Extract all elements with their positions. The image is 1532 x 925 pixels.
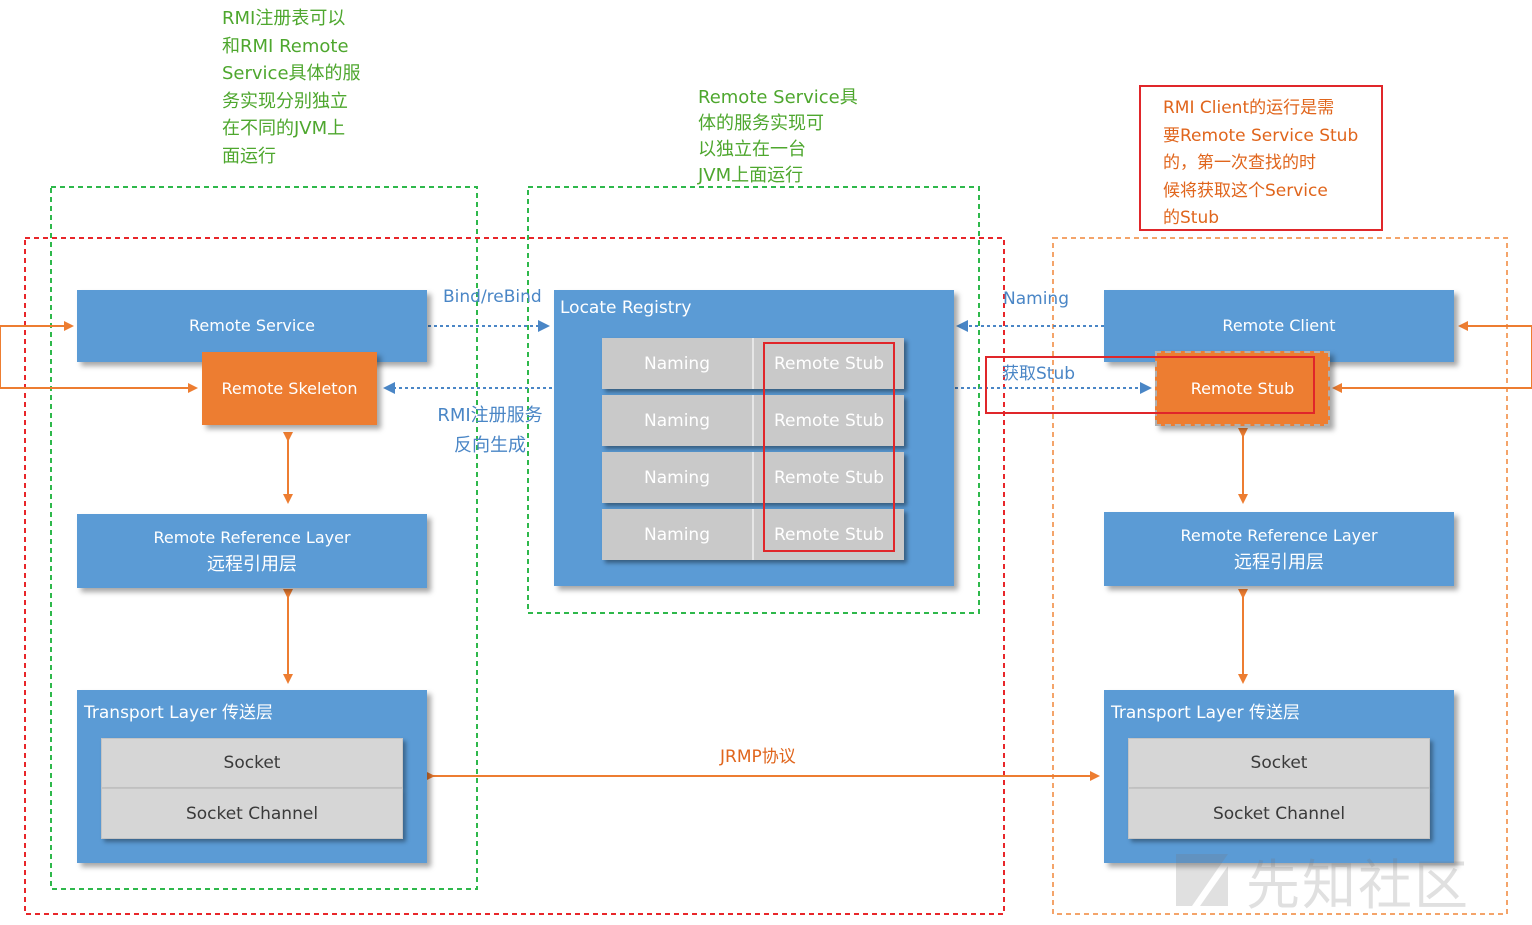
socket-channel-box-server: Socket Channel xyxy=(101,788,403,839)
server-side-boundary xyxy=(24,237,1005,915)
jrmp-label: JRMP协议 xyxy=(720,747,796,767)
remote-service-box: Remote Service xyxy=(77,290,427,362)
registry-generates-label: RMI注册服务 反向生成 xyxy=(437,405,543,456)
left-loop-arrow-2 xyxy=(0,326,198,393)
socket-box-client: Socket xyxy=(1128,738,1430,788)
socket-box-server: Socket xyxy=(101,738,403,788)
stub-column-highlight xyxy=(763,342,895,552)
transport-layer-server: Transport Layer 传送层 Socket Socket Channe… xyxy=(77,690,427,863)
get-stub-label: 获取Stub xyxy=(1002,364,1076,384)
remote-reference-layer-client: Remote Reference Layer 远程引用层 xyxy=(1104,512,1454,586)
transport-layer-client: Transport Layer 传送层 Socket Socket Channe… xyxy=(1104,690,1454,863)
registry-table: Naming Remote Stub Naming Remote Stub Na… xyxy=(602,338,904,560)
socket-channel-box-client: Socket Channel xyxy=(1128,788,1430,839)
remote-skeleton-box: Remote Skeleton xyxy=(202,352,377,425)
jvm-boundary-server xyxy=(50,186,478,890)
locate-registry-box: Locate Registry Naming Remote Stub Namin… xyxy=(554,290,954,586)
watermark-logo-icon xyxy=(1176,854,1228,906)
registry-row: Naming Remote Stub xyxy=(602,338,904,389)
get-stub-highlight xyxy=(985,356,1315,414)
remote-reference-layer-server: Remote Reference Layer 远程引用层 xyxy=(77,514,427,588)
right-loop-arrow-2 xyxy=(1332,326,1532,393)
naming-label: Naming xyxy=(1003,289,1069,309)
registry-row: Naming Remote Stub xyxy=(602,452,904,503)
note-service-one-jvm: Remote Service具 体的服务实现可 以独立在一台 JVM上面运行 xyxy=(698,87,858,186)
bind-rebind-label: Bind/reBind xyxy=(443,287,542,307)
note-registry-separate-jvm: RMI注册表可以 和RMI Remote Service具体的服 务实现分别独立… xyxy=(222,8,361,167)
remote-client-box: Remote Client xyxy=(1104,290,1454,362)
client-side-boundary xyxy=(1052,237,1508,915)
jvm-boundary-registry xyxy=(527,186,980,614)
watermark: 先知社区 xyxy=(1170,848,1510,917)
registry-row: Naming Remote Stub xyxy=(602,395,904,446)
note-client-needs-stub: RMI Client的运行是需 要Remote Service Stub 的，第… xyxy=(1139,85,1383,231)
